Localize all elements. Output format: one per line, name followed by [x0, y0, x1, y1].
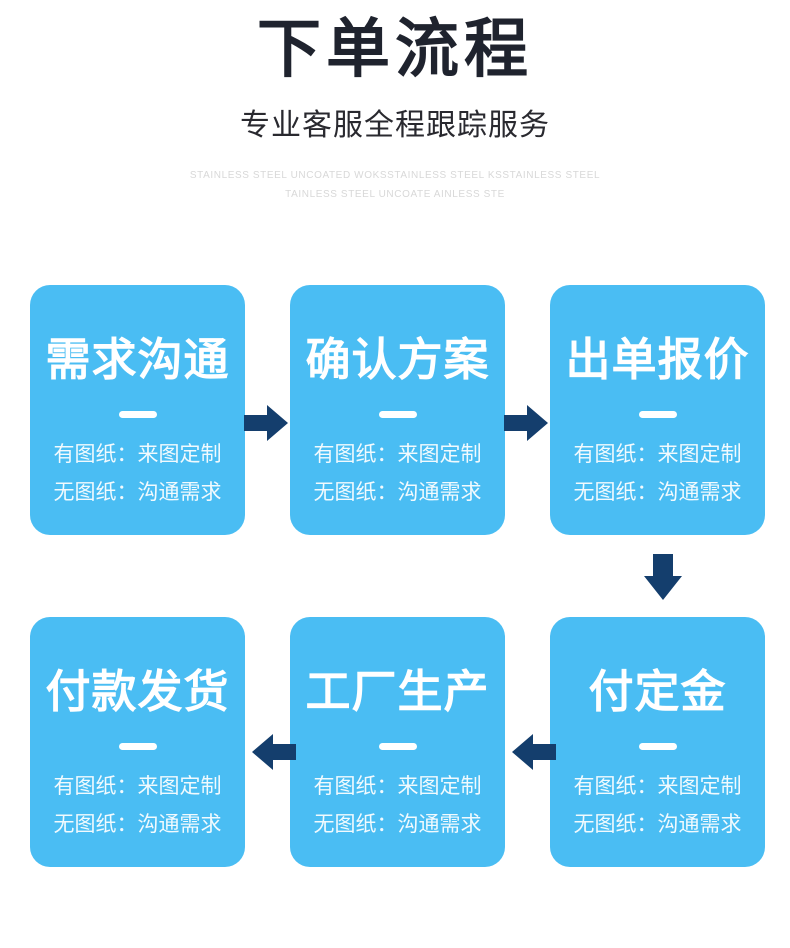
flow-arrow-down-icon: [644, 554, 682, 600]
step-detail-line: 有图纸：来图定制: [53, 775, 222, 798]
step-detail-line: 有图纸：来图定制: [53, 443, 222, 466]
flow-step-card-demand: 需求沟通 有图纸：来图定制 无图纸：沟通需求: [30, 285, 245, 535]
divider-dash: [378, 411, 417, 418]
divider-dash: [378, 743, 417, 750]
flow-step-card-ship: 付款发货 有图纸：来图定制 无图纸：沟通需求: [30, 617, 245, 867]
divider-dash: [118, 743, 157, 750]
step-detail-line: 无图纸：沟通需求: [53, 813, 222, 836]
flow-arrow-left-icon: [252, 732, 296, 772]
page-subtitle: 专业客服全程跟踪服务: [240, 109, 550, 142]
flow-arrow-left-icon: [512, 732, 556, 772]
divider-dash: [638, 411, 677, 418]
divider-dash: [638, 743, 677, 750]
step-detail-line: 无图纸：沟通需求: [573, 481, 742, 504]
flow-arrow-right-icon: [504, 403, 548, 443]
watermark-text: STAINLESS STEEL UNCOATED WOKSSTAINLESS S…: [0, 166, 790, 204]
step-detail-line: 有图纸：来图定制: [573, 443, 742, 466]
watermark-line-2: TAINLESS STEEL UNCOATE AINLESS STE: [285, 189, 505, 200]
step-detail-line: 有图纸：来图定制: [573, 775, 742, 798]
step-title: 付款发货: [45, 666, 230, 717]
step-title: 付定金: [588, 666, 727, 717]
step-title: 工厂生产: [305, 666, 490, 717]
flow-step-card-quote: 出单报价 有图纸：来图定制 无图纸：沟通需求: [550, 285, 765, 535]
watermark-line-1: STAINLESS STEEL UNCOATED WOKSSTAINLESS S…: [189, 170, 601, 181]
step-detail-line: 无图纸：沟通需求: [573, 813, 742, 836]
step-detail-line: 无图纸：沟通需求: [313, 813, 482, 836]
step-title: 出单报价: [565, 334, 750, 385]
flow-step-card-deposit: 付定金 有图纸：来图定制 无图纸：沟通需求: [550, 617, 765, 867]
page-title: 下单流程: [257, 13, 533, 85]
step-title: 需求沟通: [45, 334, 230, 385]
step-detail-line: 有图纸：来图定制: [313, 443, 482, 466]
flow-arrow-right-icon: [244, 403, 288, 443]
step-detail-line: 无图纸：沟通需求: [53, 481, 222, 504]
divider-dash: [118, 411, 157, 418]
flow-step-card-produce: 工厂生产 有图纸：来图定制 无图纸：沟通需求: [290, 617, 505, 867]
flow-step-card-confirm: 确认方案 有图纸：来图定制 无图纸：沟通需求: [290, 285, 505, 535]
step-detail-line: 有图纸：来图定制: [313, 775, 482, 798]
step-detail-line: 无图纸：沟通需求: [313, 481, 482, 504]
step-title: 确认方案: [305, 334, 490, 385]
